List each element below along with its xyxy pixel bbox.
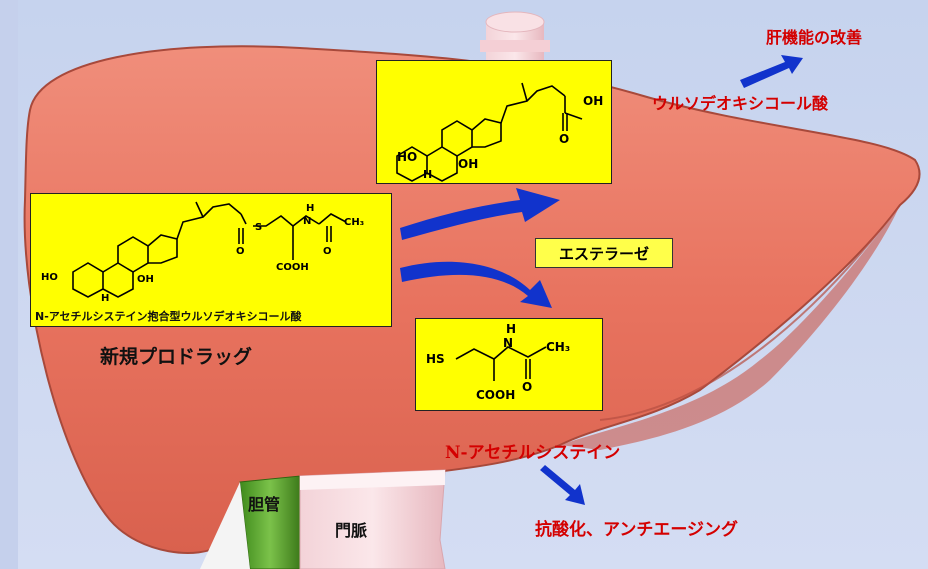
bile-duct xyxy=(239,475,301,569)
prodrug-caption: 新規プロドラッグ xyxy=(100,346,253,368)
udca-structure: HO OH H OH O xyxy=(396,82,603,182)
left-frame xyxy=(0,0,18,569)
nac-cooh: COOH xyxy=(476,388,515,402)
nac-nh-h: H xyxy=(506,322,516,336)
prodrug-s: S xyxy=(255,222,262,233)
esterase-label: エステラーゼ xyxy=(558,244,649,263)
nac-hs: HS xyxy=(426,352,445,366)
nac-structure: HS H N CH₃ O COOH xyxy=(426,322,570,402)
arrow-to-nac xyxy=(400,261,552,308)
udca-h: H xyxy=(423,168,432,181)
nac-ch3: CH₃ xyxy=(546,340,570,354)
arrow-liver-improvement xyxy=(740,55,803,88)
udca-structure-panel: HO OH H OH O xyxy=(376,60,612,184)
arrow-to-udca xyxy=(400,188,560,240)
nac-structure-panel: HS H N CH₃ O COOH xyxy=(415,318,603,411)
prodrug-oh: OH xyxy=(137,274,154,285)
bile-duct-label: 胆管 xyxy=(248,495,281,514)
udca-name-label: ウルソデオキシコール酸 xyxy=(652,94,829,113)
portal-vein-label: 門脈 xyxy=(335,521,368,540)
prodrug-nh-h: H xyxy=(306,203,314,214)
udca-oh-7: OH xyxy=(458,157,478,171)
udca-oh-acid: OH xyxy=(583,94,603,108)
prodrug-h: H xyxy=(101,293,109,304)
esterase-label-box: エステラーゼ xyxy=(535,238,673,268)
udca-ho: HO xyxy=(397,150,417,164)
prodrug-structure-panel: HO OH H O S H N CH₃ O COOH N-アセチルシステイン抱合… xyxy=(30,193,392,327)
arrow-antioxidant xyxy=(540,465,585,505)
antioxidant-label: 抗酸化、アンチエージング xyxy=(535,520,738,540)
nac-o: O xyxy=(522,380,532,394)
portal-vein xyxy=(299,469,446,569)
prodrug-o2: O xyxy=(323,246,332,257)
prodrug-ch3: CH₃ xyxy=(344,217,364,228)
prodrug-ho: HO xyxy=(41,272,58,283)
liver-improvement-label: 肝機能の改善 xyxy=(766,28,863,47)
prodrug-n: N xyxy=(303,216,311,227)
prodrug-name: N-アセチルシステイン抱合型ウルソデオキシコール酸 xyxy=(35,310,302,323)
prodrug-o: O xyxy=(236,246,245,257)
nac-label: N-アセチルシステイン xyxy=(445,443,621,463)
liver-lower-lobe xyxy=(560,205,900,450)
prodrug-structure: HO OH H O S H N CH₃ O COOH xyxy=(41,201,364,304)
udca-o: O xyxy=(559,132,569,146)
nac-n: N xyxy=(503,336,513,350)
prodrug-cooh: COOH xyxy=(276,262,309,273)
